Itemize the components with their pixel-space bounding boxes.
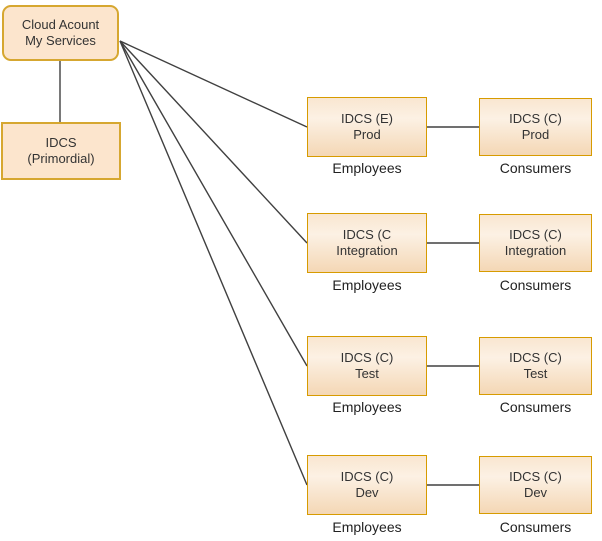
idcs-consumers-dev-node: IDCS (C) Dev <box>479 456 592 514</box>
node-line2: Test <box>523 366 548 381</box>
employees-label-prod: Employees <box>332 160 402 176</box>
idcs-employees-dev-node: IDCS (C) Dev <box>307 455 427 515</box>
node-line1: IDCS (C) <box>509 227 562 242</box>
edge-cloud-prod <box>119 40 308 128</box>
node-line1: IDCS (C) <box>509 111 562 126</box>
node-line1: IDCS (C) <box>509 350 562 365</box>
node-line1: IDCS (C) <box>340 350 394 365</box>
node-line2: Dev <box>355 485 379 500</box>
node-line1: IDCS (C) <box>340 469 394 484</box>
idcs-primordial-line1: IDCS <box>45 135 77 150</box>
idcs-employees-integration-node: IDCS (C Integration <box>307 213 427 273</box>
idcs-consumers-integration-node: IDCS (C) Integration <box>479 214 592 272</box>
node-line2: Dev <box>523 485 548 500</box>
node-line1: IDCS (E) <box>341 111 393 126</box>
consumers-label-dev: Consumers <box>499 519 572 535</box>
idcs-employees-test-node: IDCS (C) Test <box>307 336 427 396</box>
node-line1: IDCS (C <box>342 227 392 242</box>
cloud-account-line2: My Services <box>25 33 96 48</box>
idcs-employees-prod-node: IDCS (E) Prod <box>307 97 427 157</box>
edge-cloud-test <box>119 40 308 367</box>
node-line2: Test <box>355 366 379 381</box>
consumers-label-prod: Consumers <box>499 160 572 176</box>
cloud-account-line1: Cloud Acount <box>21 17 100 32</box>
idcs-consumers-prod-node: IDCS (C) Prod <box>479 98 592 156</box>
employees-label-dev: Employees <box>332 519 402 535</box>
node-line2: Integration <box>504 243 567 258</box>
cloud-account-node: Cloud Acount My Services <box>2 5 119 61</box>
idcs-primordial-node: IDCS (Primordial) <box>1 122 121 180</box>
employees-label-integration: Employees <box>332 277 402 293</box>
consumers-label-integration: Consumers <box>499 277 572 293</box>
edge-cloud-dev <box>119 40 308 486</box>
node-line2: Prod <box>521 127 550 142</box>
employees-label-test: Employees <box>332 399 402 415</box>
consumers-label-test: Consumers <box>499 399 572 415</box>
idcs-consumers-test-node: IDCS (C) Test <box>479 337 592 395</box>
node-line1: IDCS (C) <box>509 469 562 484</box>
node-line2: Integration <box>336 243 398 258</box>
node-line2: Prod <box>353 127 381 142</box>
edge-cloud-integration <box>119 40 308 244</box>
idcs-primordial-line2: (Primordial) <box>27 151 95 166</box>
